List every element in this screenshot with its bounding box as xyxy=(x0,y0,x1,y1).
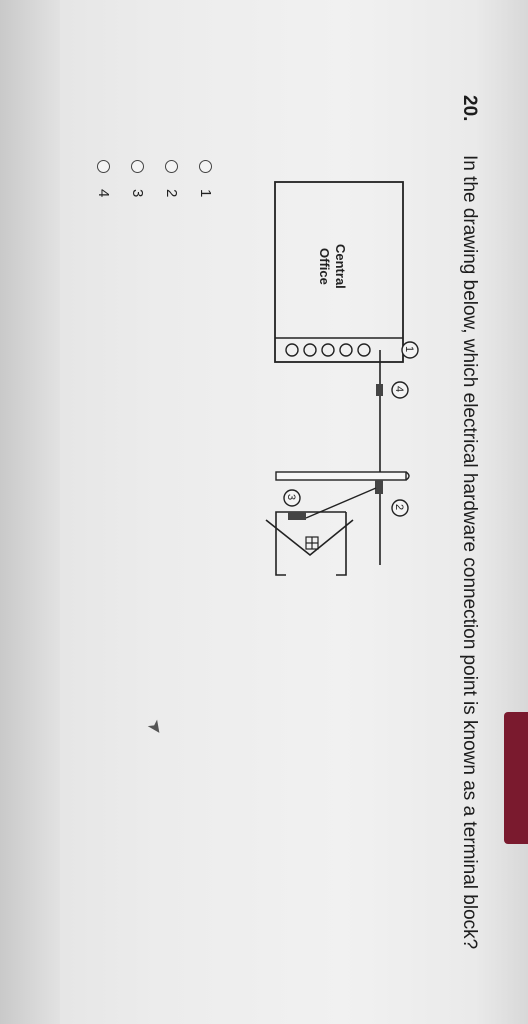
connection-point-2 xyxy=(375,480,383,494)
callout-3-label: 3 xyxy=(285,494,297,500)
side-tab[interactable] xyxy=(504,712,528,844)
office-terminals xyxy=(285,343,371,357)
callout-4-circle xyxy=(391,381,409,399)
option-4-label: 4 xyxy=(95,189,113,198)
left-edge-shadow xyxy=(0,0,60,1024)
callout-3-circle xyxy=(283,489,301,507)
radio-3[interactable] xyxy=(131,160,145,173)
connection-point-3 xyxy=(288,512,306,520)
callout-2-circle xyxy=(391,499,409,517)
drop-wire xyxy=(305,487,377,519)
option-2[interactable]: 2 xyxy=(155,160,189,197)
callout-4-label: 4 xyxy=(393,386,405,392)
connection-point-4 xyxy=(376,384,383,396)
radio-4[interactable] xyxy=(97,160,111,173)
pole-top xyxy=(405,471,410,481)
option-1-label: 1 xyxy=(197,189,215,198)
answer-options: 1 2 3 4 xyxy=(87,160,223,197)
option-3[interactable]: 3 xyxy=(121,160,155,197)
office-label-line1: Central xyxy=(333,244,348,289)
option-2-label: 2 xyxy=(163,189,181,198)
callout-1-label: 1 xyxy=(403,346,415,352)
radio-1[interactable] xyxy=(199,160,213,173)
option-1[interactable]: 1 xyxy=(189,160,223,197)
option-3-label: 3 xyxy=(129,189,147,198)
office-label-line2: Office xyxy=(317,248,332,285)
callout-2-label: 2 xyxy=(393,504,405,510)
central-office-box xyxy=(274,181,404,363)
radio-2[interactable] xyxy=(165,160,179,173)
house xyxy=(265,511,354,576)
callout-1-circle xyxy=(401,341,419,359)
utility-pole xyxy=(275,471,407,481)
option-4[interactable]: 4 xyxy=(87,160,121,197)
